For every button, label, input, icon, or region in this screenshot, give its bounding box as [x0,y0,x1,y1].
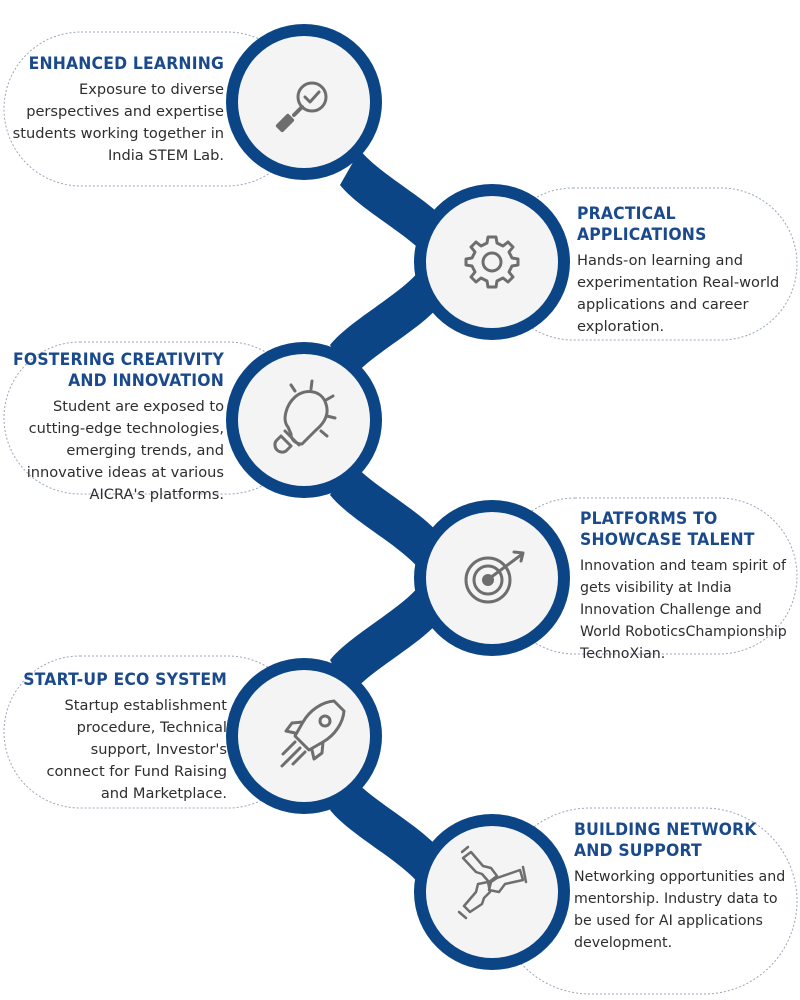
item-4-description: Innovation and team spirit of gets visib… [580,555,798,665]
item-6-title: BUILDING NETWORK AND SUPPORT [574,820,778,862]
item-6: BUILDING NETWORK AND SUPPORT Networking … [574,820,796,954]
desc-line: World RoboticsChampionship [580,624,787,640]
icon-circle-6 [426,826,558,958]
desc-line: mentorship. Industry data to [574,891,778,907]
desc-line: experimentation Real-world [577,274,780,291]
desc-line: Startup establishment [64,697,227,714]
card-outline-5 [3,655,305,809]
item-1-description: Exposure to diverse perspectives and exp… [0,79,224,167]
item-6-description: Networking opportunities and mentorship.… [574,866,796,954]
rocket-icon [280,699,346,768]
desc-line: procedure, Technical [76,719,227,736]
item-6-title-line: AND SUPPORT [574,841,702,861]
desc-line: Innovation Challenge and [580,602,762,618]
item-3-title-line: AND INNOVATION [68,371,224,391]
card-outline-1 [3,31,305,187]
spine-connector-3 [330,460,440,570]
desc-line: gets visibility at India [580,580,732,596]
item-2-title-line: PRACTICAL APPLICATIONS [577,204,707,245]
desc-line: Student are exposed to [52,398,224,415]
desc-line: connect for Fund Raising [46,763,227,780]
desc-line: Networking opportunities and [574,869,786,885]
desc-line: TechnoXian. [580,646,666,662]
desc-line: cutting-edge technologies, [28,420,224,437]
item-1-title-line: ENHANCED LEARNING [28,54,224,74]
spine-connector-2 [330,270,440,380]
desc-line: AICRA's platforms. [89,486,224,503]
item-3-title: FOSTERING CREATIVITY AND INNOVATION [12,350,224,392]
desc-line: emerging trends, and [66,442,224,459]
desc-line: India STEM Lab. [107,147,224,164]
desc-line: students working together in [12,125,224,142]
handshake-icon [457,845,528,920]
item-4: PLATFORMS TO SHOWCASE TALENT Innovation … [580,509,798,665]
desc-line: Exposure to diverse [78,81,224,98]
desc-line: be used for AI applications [574,913,763,929]
item-2-title: PRACTICAL APPLICATIONS [577,204,779,246]
item-4-title-line: SHOWCASE TALENT [580,530,755,550]
item-2: PRACTICAL APPLICATIONS Hands-on learning… [577,204,797,338]
item-2-description: Hands-on learning and experimentation Re… [577,250,797,338]
item-3: FOSTERING CREATIVITY AND INNOVATION Stud… [0,350,224,506]
magnifier-check-icon [275,81,328,133]
item-1-title: ENHANCED LEARNING [12,54,224,75]
spine-connector-5 [330,775,440,885]
item-5: START-UP ECO SYSTEM Startup establishmen… [0,670,227,805]
item-5-description: Startup establishment procedure, Technic… [0,695,227,805]
desc-line: support, Investor's [90,741,227,758]
lightbulb-icon [273,379,337,454]
desc-line: perspectives and expertise [26,103,224,120]
item-3-title-line: FOSTERING CREATIVITY [12,350,225,370]
icon-circle-2 [426,196,558,328]
icon-circle-5 [238,670,370,802]
item-6-title-line: BUILDING NETWORK [574,820,757,840]
icon-circle-1 [238,36,370,168]
item-5-title: START-UP ECO SYSTEM [15,670,227,691]
target-icon [464,550,525,604]
desc-line: applications and career [577,296,749,313]
desc-line: Innovation and team spirit of [580,558,787,574]
desc-line: and Marketplace. [100,785,227,802]
spine [226,24,570,970]
item-1: ENHANCED LEARNING Exposure to diverse pe… [0,54,224,167]
desc-line: Hands-on learning and [577,252,744,269]
item-4-title: PLATFORMS TO SHOWCASE TALENT [580,509,781,551]
item-5-title-line: START-UP ECO SYSTEM [23,670,228,690]
desc-line: exploration. [577,318,665,335]
spine-connector-4 [330,585,440,695]
item-4-title-line: PLATFORMS TO [580,509,718,529]
icon-circle-3 [238,354,370,486]
card-outline-4 [496,497,798,655]
desc-line: development. [574,935,673,951]
card-outline-3 [3,341,305,495]
gear-icon [464,235,520,289]
desc-line: innovative ideas at various [26,464,224,481]
item-3-description: Student are exposed to cutting-edge tech… [0,396,224,506]
